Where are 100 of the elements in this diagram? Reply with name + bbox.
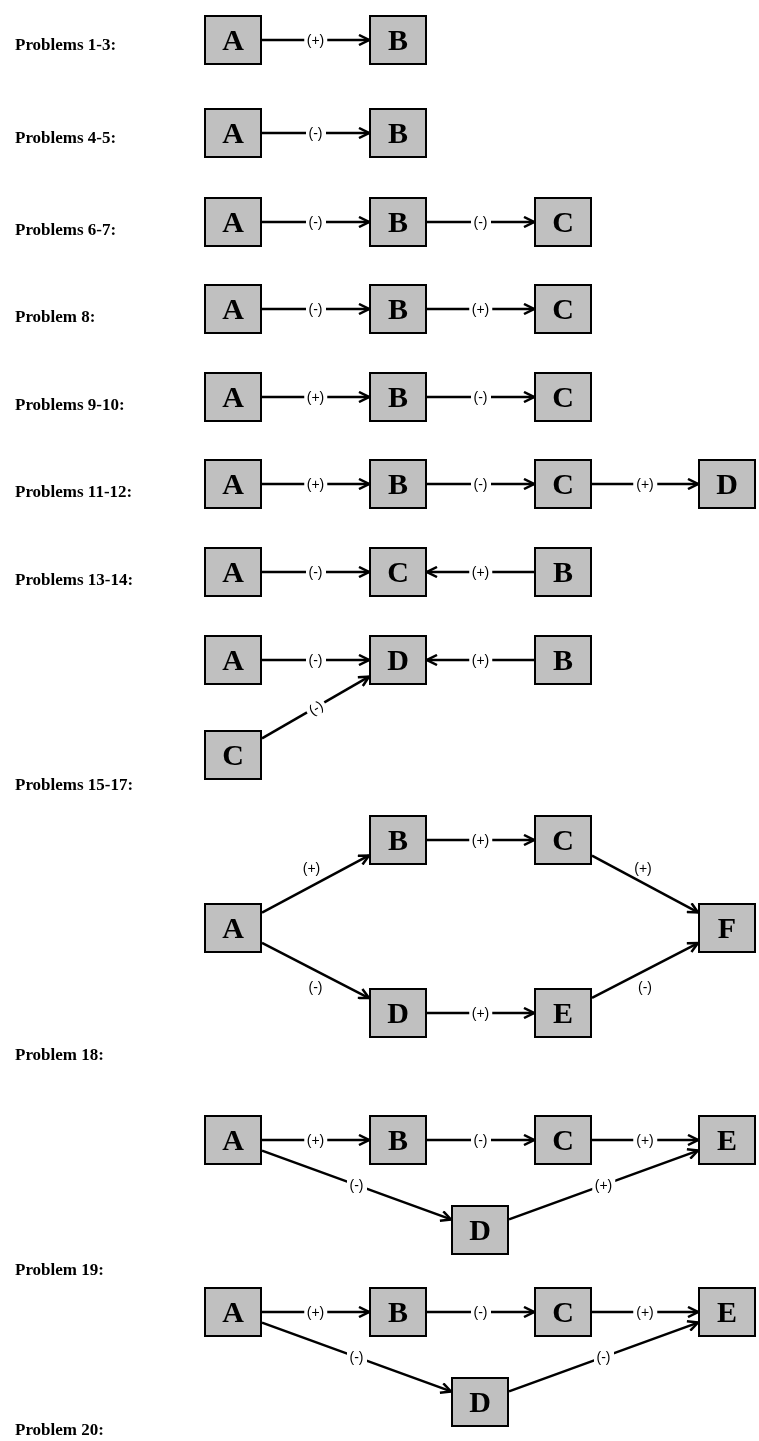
arrow — [592, 477, 700, 491]
problem-label: Problems 15-17: — [15, 775, 134, 795]
problem-label: Problems 9-10: — [15, 395, 125, 415]
process-box — [204, 547, 262, 597]
edge-label: (+) — [303, 388, 328, 406]
problem-label: Problem 20: — [15, 1420, 104, 1440]
process-box — [204, 1115, 262, 1165]
edge-label: (+) — [468, 563, 493, 581]
node-letter: A — [222, 118, 244, 148]
arrow — [262, 302, 371, 316]
edge-label: (-) — [305, 213, 326, 231]
node-letter: B — [388, 825, 408, 855]
edge-label: (-) — [470, 213, 491, 231]
process-box — [369, 547, 427, 597]
arrow — [427, 1305, 536, 1319]
arrow — [262, 1133, 371, 1147]
arrow — [427, 302, 536, 316]
edge-label: (-) — [305, 651, 326, 669]
node-letter: A — [222, 469, 244, 499]
edge-label: (-) — [637, 978, 653, 995]
node-letter: A — [222, 207, 244, 237]
process-box — [534, 372, 592, 422]
process-box — [204, 730, 262, 780]
problem-label: Problems 1-3: — [15, 35, 117, 55]
edge-label: (-) — [470, 475, 491, 493]
arrow — [591, 941, 700, 1000]
process-box — [534, 1287, 592, 1337]
arrow — [262, 653, 371, 667]
edge-label: (+) — [468, 831, 493, 849]
node-letter: A — [222, 382, 244, 412]
node-letter: C — [552, 382, 574, 412]
process-box — [369, 1287, 427, 1337]
node-letter: B — [388, 1125, 408, 1155]
arrow — [261, 1149, 453, 1222]
arrow — [427, 390, 536, 404]
process-box — [698, 1287, 756, 1337]
arrow — [508, 1148, 700, 1221]
process-box — [369, 197, 427, 247]
process-box — [204, 108, 262, 158]
node-letter: B — [388, 118, 408, 148]
arrow — [592, 1133, 700, 1147]
process-box — [204, 197, 262, 247]
node-letter: A — [222, 557, 244, 587]
arrow — [262, 33, 371, 47]
arrow — [427, 833, 536, 847]
arrow — [427, 477, 536, 491]
node-letter: D — [469, 1387, 491, 1417]
edge-label: (-) — [593, 1348, 614, 1366]
arrow — [262, 215, 371, 229]
arrow — [262, 477, 371, 491]
node-letter: E — [553, 998, 573, 1028]
node-letter: A — [222, 1125, 244, 1155]
process-box — [369, 815, 427, 865]
node-letter: A — [222, 294, 244, 324]
edge-label: (+) — [303, 475, 328, 493]
node-letter: F — [717, 913, 737, 943]
edge-label: (-) — [346, 1348, 367, 1366]
arrow — [427, 1006, 536, 1020]
node-letter: B — [553, 645, 573, 675]
edge-label: (-) — [470, 388, 491, 406]
process-box — [534, 1115, 592, 1165]
node-letter: E — [717, 1125, 737, 1155]
edge-label: (-) — [346, 1176, 367, 1194]
problem-label: Problems 6-7: — [15, 220, 117, 240]
node-letter: B — [553, 557, 573, 587]
arrow — [262, 565, 371, 579]
node-letter: D — [469, 1215, 491, 1245]
arrow — [261, 941, 371, 1000]
node-letter: D — [387, 998, 409, 1028]
edge-label: (-) — [470, 1303, 491, 1321]
edge-label: (+) — [303, 1303, 328, 1321]
process-box — [451, 1205, 509, 1255]
process-box — [369, 284, 427, 334]
process-box — [369, 15, 427, 65]
node-letter: A — [222, 645, 244, 675]
arrow — [427, 1133, 536, 1147]
problem-label: Problems 4-5: — [15, 128, 117, 148]
edge-label: (-) — [305, 300, 326, 318]
process-box — [451, 1377, 509, 1427]
arrow — [508, 1320, 700, 1393]
process-box — [534, 815, 592, 865]
node-letter: E — [717, 1297, 737, 1327]
process-box — [204, 1287, 262, 1337]
edge-label: (+) — [633, 1303, 657, 1321]
node-letter: D — [387, 645, 409, 675]
edge-label: (+) — [591, 1176, 616, 1194]
process-box — [204, 372, 262, 422]
process-box — [369, 635, 427, 685]
problem-label: Problems 13-14: — [15, 570, 134, 590]
arrow — [262, 1305, 371, 1319]
process-box — [534, 284, 592, 334]
problem-label: Problem 19: — [15, 1260, 104, 1280]
process-box — [534, 635, 592, 685]
node-letter: C — [552, 825, 574, 855]
problem-label: Problem 8: — [15, 307, 96, 327]
edge-label: (+) — [468, 300, 493, 318]
arrow — [262, 390, 371, 404]
edge-label: (+) — [633, 475, 657, 493]
edge-label: (-) — [305, 124, 326, 142]
edge-label: (-) — [470, 1131, 491, 1149]
